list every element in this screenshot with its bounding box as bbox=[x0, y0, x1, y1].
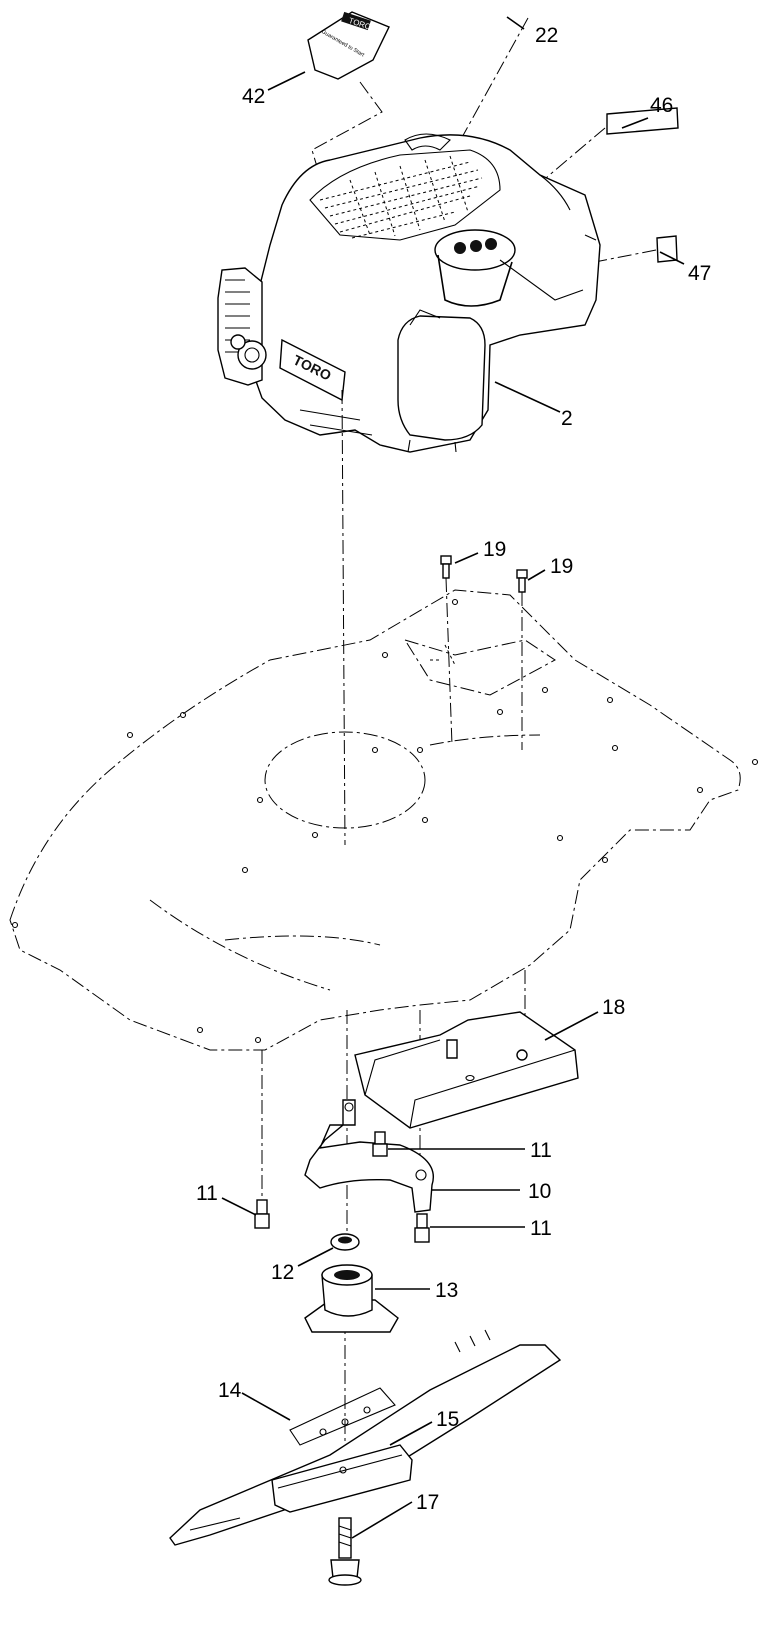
label-part-46 bbox=[539, 107, 679, 184]
bolt-part-19-right bbox=[516, 569, 528, 750]
callout-12: 12 bbox=[271, 1261, 294, 1284]
blade-adapter-part-13 bbox=[304, 1264, 399, 1333]
engine-part-2: TORO bbox=[217, 17, 601, 453]
callout-19-right: 19 bbox=[550, 555, 573, 578]
label-part-47 bbox=[594, 235, 678, 263]
mower-deck bbox=[9, 589, 759, 1051]
bolt-part-19-left bbox=[440, 555, 453, 746]
leader-lines bbox=[221, 16, 685, 1539]
engine-grille bbox=[319, 155, 483, 239]
callout-19-left: 19 bbox=[483, 538, 506, 561]
callout-10: 10 bbox=[528, 1180, 551, 1203]
callout-42: 42 bbox=[242, 85, 265, 108]
callout-11-top: 11 bbox=[530, 1139, 552, 1162]
callout-17: 17 bbox=[416, 1491, 439, 1514]
callout-11-right: 11 bbox=[530, 1217, 552, 1240]
blade-part-14 bbox=[169, 1329, 562, 1546]
callout-14: 14 bbox=[218, 1379, 242, 1402]
callout-15: 15 bbox=[436, 1408, 459, 1431]
bolt-part-11-left bbox=[254, 1199, 270, 1229]
bolt-part-11-top bbox=[372, 1131, 388, 1157]
blade-stiffener-part-15 bbox=[271, 1444, 413, 1513]
callout-11-left: 11 bbox=[196, 1182, 218, 1205]
decal-part-42: TORO Guaranteed to Start bbox=[307, 11, 390, 171]
blade-bolt-part-17 bbox=[328, 1517, 362, 1586]
callout-2: 2 bbox=[561, 407, 573, 430]
deck-holes bbox=[11, 598, 759, 1044]
washer-part-12 bbox=[330, 1233, 360, 1251]
callout-13: 13 bbox=[435, 1279, 458, 1302]
bracket-part-10 bbox=[304, 1099, 434, 1213]
callout-labels: 22 42 46 47 2 19 19 18 11 10 11 11 12 13… bbox=[196, 24, 711, 1514]
bolt-part-11-right bbox=[414, 1213, 430, 1243]
callout-47: 47 bbox=[688, 262, 711, 285]
callout-18: 18 bbox=[602, 996, 625, 1019]
baffle-part-18 bbox=[354, 1011, 579, 1129]
callout-22: 22 bbox=[535, 24, 558, 47]
callout-46: 46 bbox=[650, 94, 673, 117]
